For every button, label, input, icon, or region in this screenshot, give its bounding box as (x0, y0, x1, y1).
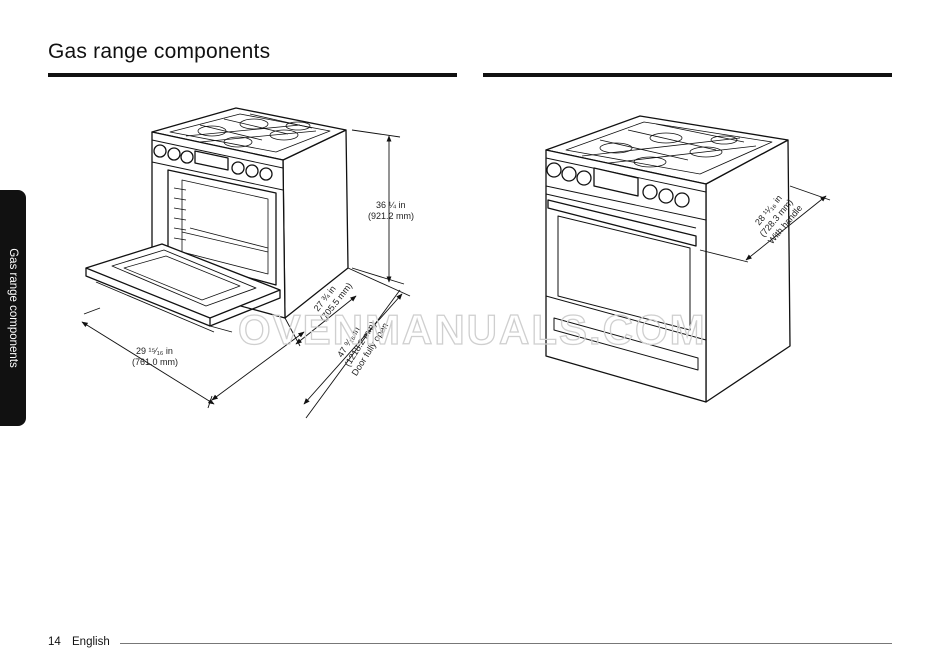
watermark-text: OVENMANUALS.COM (238, 306, 707, 353)
width-metric: (761.0 mm) (132, 357, 178, 367)
height-metric: (921.2 mm) (368, 211, 414, 221)
side-section-tab: Gas range components (0, 190, 26, 426)
title-rule-right (483, 73, 892, 77)
right-dimension-lines (699, 185, 831, 263)
range-closed-illustration (545, 115, 791, 403)
range-door-open-illustration (85, 107, 349, 333)
left-dimension-lines (81, 129, 411, 419)
footer-language: English (72, 636, 110, 648)
page-number: 14 (48, 636, 61, 648)
page-title: Gas range components (48, 40, 271, 63)
title-rule-left (48, 73, 457, 77)
footer-rule (120, 643, 892, 644)
height-imperial: 36 ¼ in (376, 200, 406, 210)
width-imperial: 29 ¹⁵⁄₁₆ in (136, 346, 173, 356)
